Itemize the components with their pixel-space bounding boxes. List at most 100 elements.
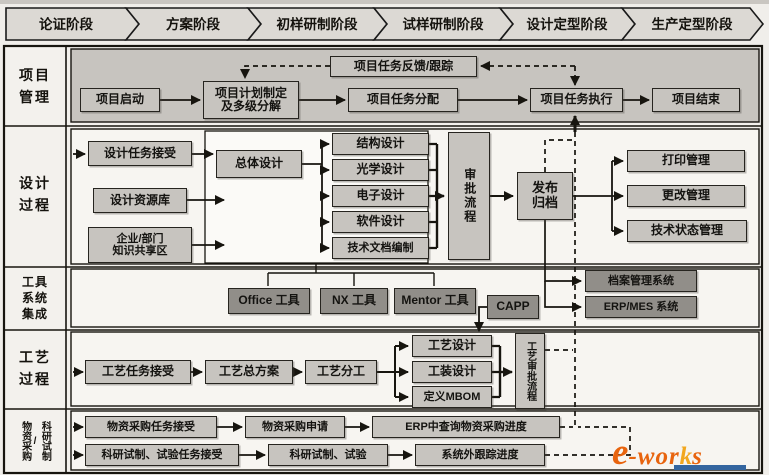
- box-label: ERP/MES 系统: [603, 300, 679, 313]
- box-craft-task-accept: 工艺任务接受: [85, 360, 191, 384]
- box-label: 档案管理系统: [608, 274, 674, 287]
- row-label-line: 集成: [21, 307, 48, 322]
- scan-edge: [0, 0, 769, 4]
- box-label: 工装设计: [427, 364, 476, 379]
- box-capp: CAPP: [487, 295, 539, 319]
- logo-e: e: [612, 432, 629, 473]
- box-label: 科研试制、试验任务接受: [101, 448, 223, 461]
- row-label-col: 科研试制: [39, 421, 51, 461]
- phase-label: 生产定型阶段: [652, 16, 733, 32]
- box-software-design: 软件设计: [332, 211, 429, 233]
- box-label: 归档: [531, 195, 558, 210]
- row-label-line: 工具: [21, 274, 48, 289]
- box-label: 系统外跟踪进度: [441, 448, 519, 461]
- box-label: 项目结束: [671, 92, 720, 107]
- box-label: 工艺审批流程: [524, 341, 536, 401]
- box-overall-design: 总体设计: [216, 150, 302, 178]
- row-label-separator: /: [33, 435, 37, 447]
- box-project-start: 项目启动: [80, 88, 160, 112]
- row-label-material: 物资采购 / 科研试制: [6, 413, 64, 469]
- row-label-line: 工艺: [19, 349, 51, 366]
- row-label-craft: 工艺 过程: [6, 342, 64, 396]
- box-craft-overall-plan: 工艺总方案: [205, 360, 293, 384]
- box-label: 科研试制、试验: [289, 448, 367, 461]
- box-label: 设计任务接受: [103, 145, 176, 160]
- box-config-status-mgmt: 技术状态管理: [627, 220, 747, 242]
- box-label: 发布: [531, 180, 558, 196]
- box-material-task-accept: 物资采购任务接受: [85, 416, 217, 438]
- box-print-mgmt: 打印管理: [627, 150, 745, 172]
- box-label: 设计资源库: [109, 192, 170, 207]
- box-label: 工艺总方案: [218, 364, 279, 379]
- box-label: 工艺任务接受: [101, 364, 174, 379]
- dashed-connectors: [240, 61, 631, 456]
- row-label-line: 过程: [19, 197, 51, 213]
- box-nx-tools: NX 工具: [320, 288, 388, 314]
- box-label: 及多级分解: [220, 99, 281, 113]
- box-mentor-tools: Mentor 工具: [394, 288, 476, 314]
- box-approval-flow: 审批流程: [448, 132, 490, 260]
- box-offsystem-track-progress: 系统外跟踪进度: [415, 444, 545, 466]
- row-label-col: 物资采购: [19, 421, 31, 461]
- box-label: 工艺设计: [427, 338, 476, 353]
- logo-text: k: [679, 443, 693, 470]
- phase-label: 论证阶段: [39, 16, 93, 32]
- box-release-archive: 发布 归档: [517, 172, 573, 220]
- box-erp-mes-system: ERP/MES 系统: [585, 296, 697, 318]
- box-change-mgmt: 更改管理: [627, 185, 745, 207]
- box-label: 光学设计: [356, 162, 405, 177]
- box-label: NX 工具: [331, 293, 376, 308]
- box-label: Mentor 工具: [401, 293, 469, 308]
- e-works-logo: e-works: [612, 434, 762, 472]
- logo-underline-bar: [674, 465, 746, 470]
- row-label-line: 过程: [19, 371, 51, 387]
- box-label: 打印管理: [661, 153, 710, 168]
- phase-label: 初样研制阶段: [277, 16, 358, 32]
- box-label: 项目计划制定: [214, 85, 287, 100]
- box-task-assign: 项目任务分配: [348, 88, 458, 112]
- row-label-tools: 工具 系统 集成: [6, 272, 64, 324]
- box-define-mbom: 定义MBOM: [412, 386, 492, 408]
- box-project-plan: 项目计划制定 及多级分解: [203, 81, 299, 119]
- box-optics-design: 光学设计: [332, 159, 429, 181]
- row-label-line: 管理: [19, 89, 51, 105]
- box-tooling-design: 工装设计: [412, 361, 492, 383]
- box-label: 项目任务执行: [540, 92, 613, 107]
- logo-text: s: [692, 443, 702, 470]
- box-task-execute: 项目任务执行: [530, 88, 623, 112]
- phase-bar: [5, 7, 765, 41]
- box-label: 物资采购任务接受: [107, 420, 195, 433]
- row-label-line: 项目: [19, 67, 51, 84]
- box-tech-doc-compile: 技术文档编制: [332, 237, 429, 259]
- box-label: 结构设计: [356, 136, 405, 151]
- box-erp-query-progress: ERP中查询物资采购进度: [372, 416, 560, 438]
- phase-label: 试样研制阶段: [403, 16, 484, 32]
- box-label: 项目启动: [95, 92, 144, 107]
- box-label: 项目任务分配: [366, 92, 439, 107]
- box-label: 审批流程: [462, 168, 477, 224]
- box-label: 总体设计: [234, 156, 283, 171]
- box-material-request: 物资采购申请: [245, 416, 345, 438]
- box-trial-task-accept: 科研试制、试验任务接受: [85, 444, 239, 466]
- box-electronics-design: 电子设计: [332, 185, 429, 207]
- row-label-line: 设计: [19, 175, 51, 192]
- row-label-design: 设计 过程: [6, 166, 64, 224]
- box-label: ERP中查询物资采购进度: [405, 420, 527, 433]
- box-label: 工艺分工: [316, 364, 365, 379]
- row-label-project: 项目 管理: [6, 58, 64, 116]
- box-knowledge-share: 企业/部门 知识共享区: [88, 227, 192, 263]
- box-design-task-accept: 设计任务接受: [88, 141, 192, 166]
- box-structure-design: 结构设计: [332, 133, 429, 155]
- box-label: 技术文档编制: [347, 241, 414, 254]
- box-label: 项目任务反馈/跟踪: [353, 58, 454, 73]
- box-label: Office 工具: [238, 293, 300, 308]
- row-label-line: 系统: [21, 290, 48, 305]
- box-label: 企业/部门: [116, 232, 164, 245]
- box-archive-system: 档案管理系统: [585, 270, 697, 292]
- box-label: CAPP: [496, 299, 530, 314]
- box-craft-approval-flow: 工艺审批流程: [515, 333, 545, 409]
- box-project-end: 项目结束: [652, 88, 740, 112]
- box-label: 技术状态管理: [650, 223, 723, 238]
- box-label: 定义MBOM: [423, 390, 481, 403]
